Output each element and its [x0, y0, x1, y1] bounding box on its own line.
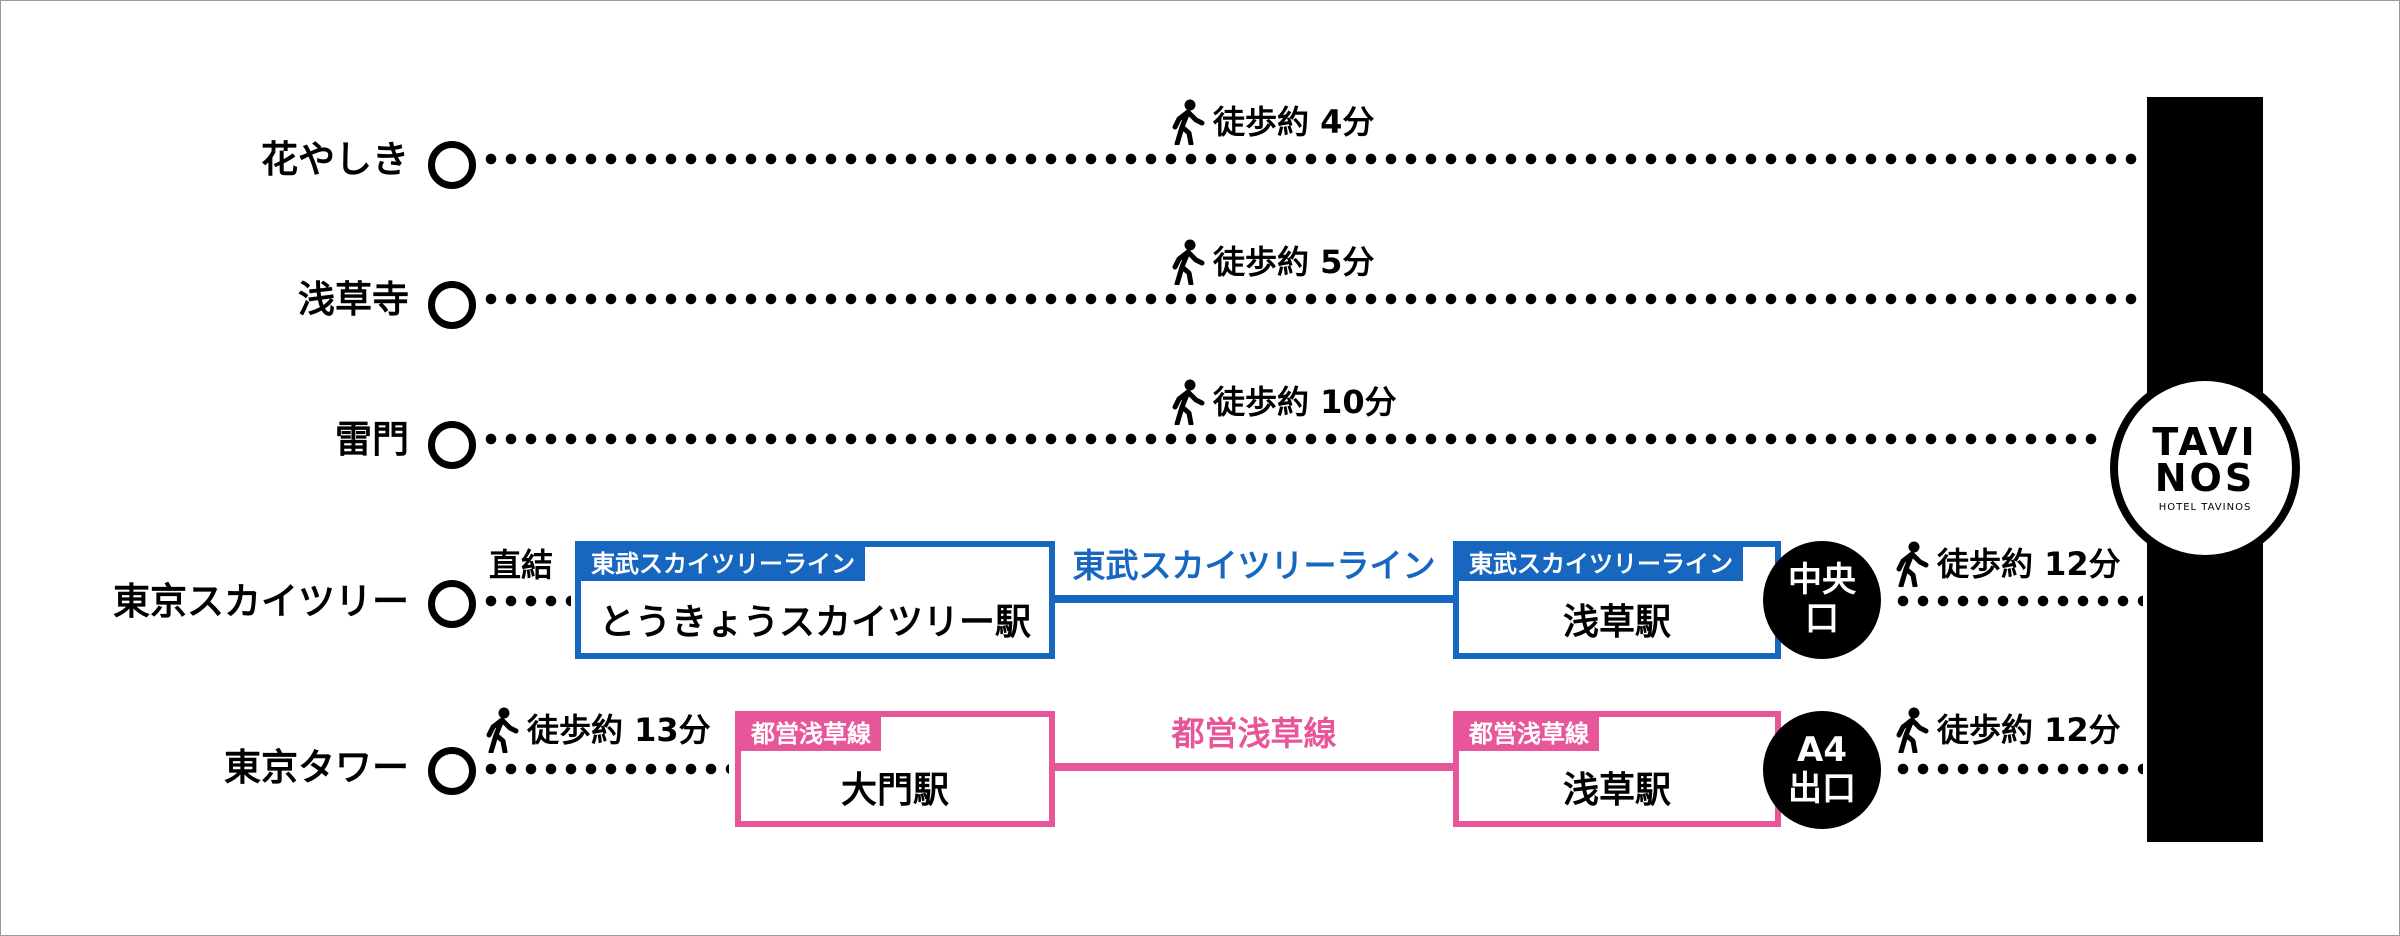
- circle-marker-icon: [428, 421, 476, 469]
- walking-person-icon: [1896, 707, 1929, 753]
- circle-marker-icon: [428, 141, 476, 189]
- station-name: 浅草駅: [1562, 602, 1671, 643]
- station-line-tag: 都営浅草線: [741, 717, 881, 751]
- walk-time-label: 徒歩約 13分: [527, 711, 711, 749]
- walk-time-label: 徒歩約 12分: [1937, 711, 2121, 749]
- hotel-logo: TAVI NOS HOTEL TAVINOS: [2110, 373, 2300, 563]
- skytree-line-name: 東武スカイツリーライン: [1072, 546, 1436, 585]
- hotel-logo-bottom: NOS: [2154, 455, 2256, 500]
- walk-time-to-daimon: 徒歩約 13分: [485, 707, 711, 753]
- hotel-logo-top: TAVI: [2152, 419, 2258, 464]
- walk-route-dots: [481, 595, 571, 607]
- walk-route-dots: [481, 763, 729, 775]
- destination-skytree: 東京スカイツリー: [113, 580, 409, 623]
- direct-connection-label: 直結: [489, 546, 554, 584]
- walking-person-icon: [1172, 99, 1205, 145]
- walk-route-dots: [1893, 595, 2143, 607]
- walking-person-icon: [486, 707, 519, 753]
- exit-badge-central: 中央口: [1763, 541, 1881, 659]
- destination-kaminarimon: 雷門: [335, 418, 409, 461]
- destination-sensoji: 浅草寺: [298, 278, 409, 321]
- asakusa-line-connector: [1051, 763, 1457, 771]
- walk-time-sensoji: 徒歩約 5分: [1171, 239, 1374, 285]
- walk-time-tokyo-tower: 徒歩約 12分: [1895, 707, 2121, 753]
- hotel-logo-sub: HOTEL TAVINOS: [2158, 501, 2252, 513]
- walking-person-icon: [1172, 239, 1205, 285]
- destination-tokyo-tower: 東京タワー: [224, 746, 409, 789]
- walk-time-skytree: 徒歩約 12分: [1895, 541, 2121, 587]
- walk-time-hanayashiki: 徒歩約 4分: [1171, 99, 1374, 145]
- walk-route-dots: [1893, 763, 2143, 775]
- walk-time-label: 徒歩約 10分: [1213, 383, 1397, 421]
- walk-time-label: 徒歩約 12分: [1937, 545, 2121, 583]
- station-box-asakusa-tobu: 東武スカイツリーライン 浅草駅: [1453, 541, 1781, 659]
- station-line-tag: 東武スカイツリーライン: [1459, 547, 1743, 581]
- walk-time-label: 徒歩約 4分: [1213, 103, 1375, 141]
- station-name: とうきょうスカイツリー駅: [598, 602, 1031, 643]
- station-line-tag: 都営浅草線: [1459, 717, 1599, 751]
- circle-marker-icon: [428, 281, 476, 329]
- station-name: 浅草駅: [1562, 770, 1671, 811]
- walking-person-icon: [1172, 379, 1205, 425]
- circle-marker-icon: [428, 747, 476, 795]
- destination-hanayashiki: 花やしき: [261, 138, 409, 181]
- exit-label-line1: 中央: [1788, 559, 1856, 600]
- asakusa-line-name: 都営浅草線: [1171, 714, 1337, 753]
- exit-label-line1: A4: [1797, 729, 1847, 770]
- walk-time-kaminarimon: 徒歩約 10分: [1171, 379, 1397, 425]
- exit-label-line2: 口: [1805, 599, 1839, 639]
- station-line-tag: 東武スカイツリーライン: [581, 547, 865, 581]
- walk-time-label: 徒歩約 5分: [1213, 243, 1375, 281]
- exit-label-line2: 出口: [1788, 769, 1856, 809]
- walk-route-dots: [481, 433, 2101, 445]
- station-box-asakusa-toei: 都営浅草線 浅草駅: [1453, 711, 1781, 827]
- walking-person-icon: [1896, 541, 1929, 587]
- walk-route-dots: [481, 153, 2141, 165]
- skytree-line-connector: [1051, 595, 1457, 603]
- station-box-tokyo-skytree: 東武スカイツリーライン とうきょうスカイツリー駅: [575, 541, 1055, 659]
- circle-marker-icon: [428, 580, 476, 628]
- station-box-daimon: 都営浅草線 大門駅: [735, 711, 1055, 827]
- walk-route-dots: [481, 293, 2141, 305]
- station-name: 大門駅: [840, 770, 949, 811]
